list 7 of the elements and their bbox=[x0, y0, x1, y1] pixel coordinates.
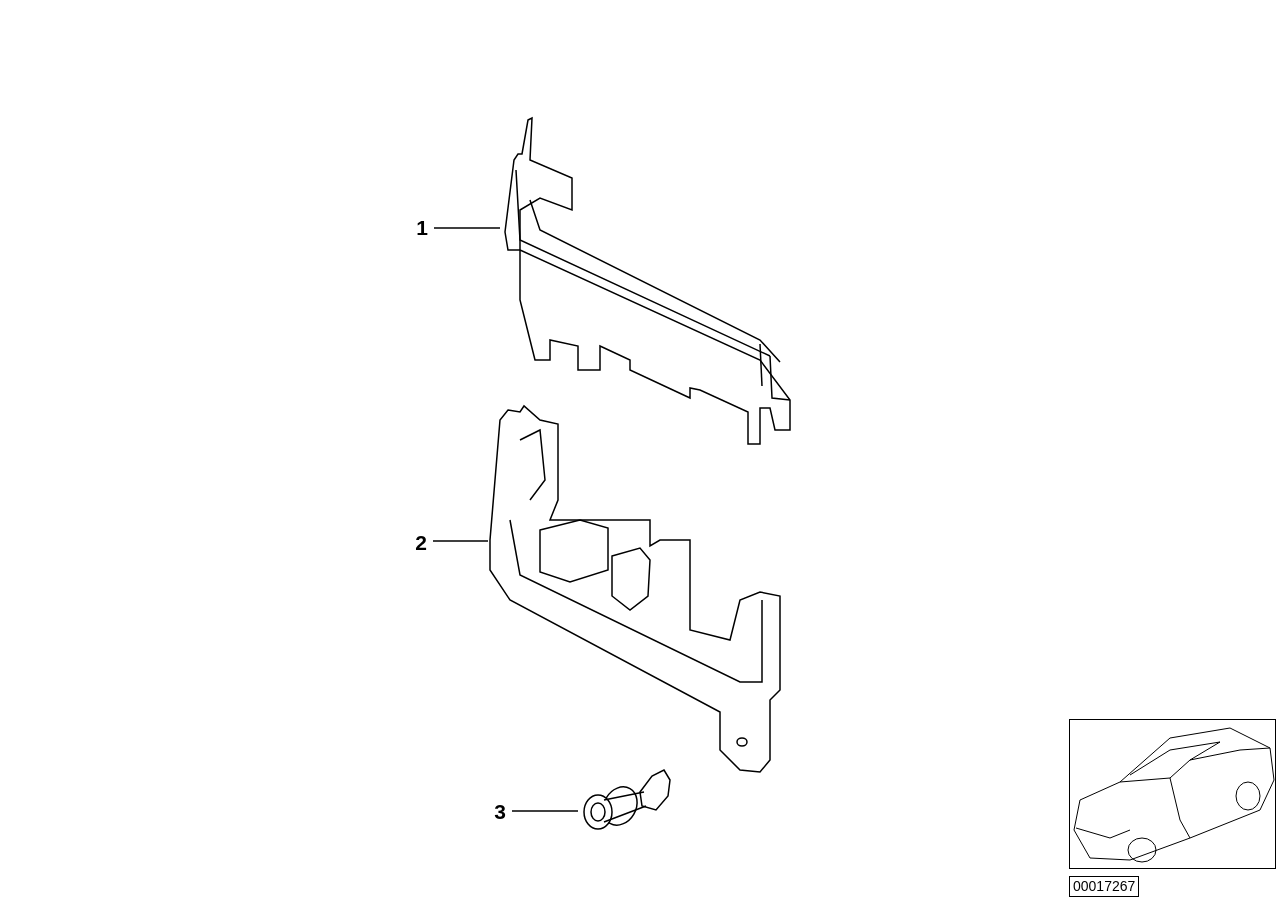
callout-number: 3 bbox=[490, 800, 510, 824]
leader-line bbox=[433, 227, 501, 229]
part-number: 00017267 bbox=[1069, 876, 1140, 897]
callout-number: 1 bbox=[412, 216, 432, 240]
leader-line bbox=[432, 540, 489, 542]
callout-number: 2 bbox=[411, 531, 431, 555]
leader-line bbox=[511, 810, 579, 812]
